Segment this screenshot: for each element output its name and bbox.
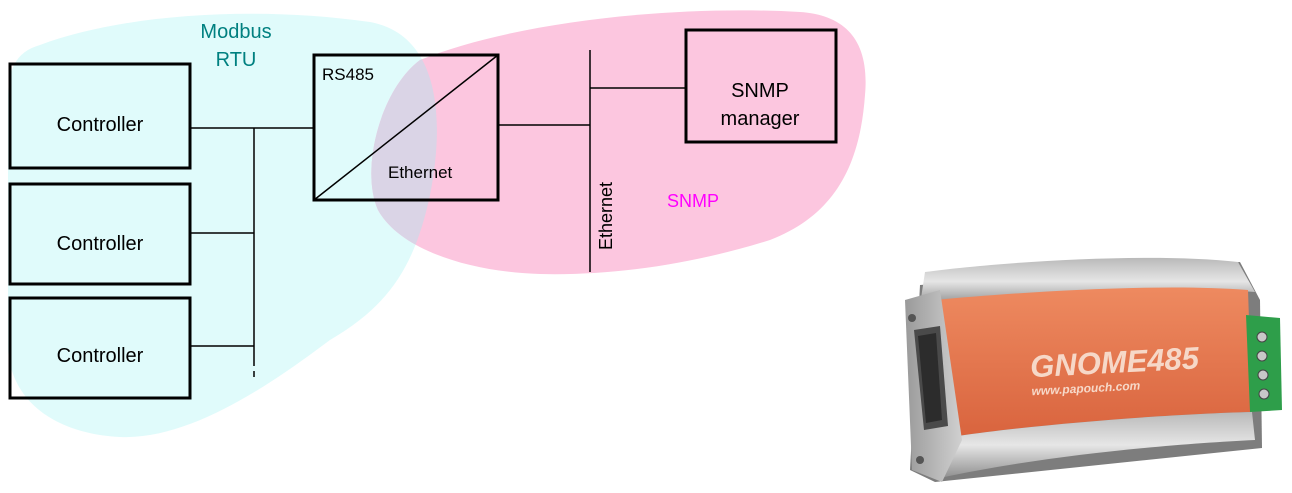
snmp-manager-box: SNMP manager bbox=[684, 28, 838, 144]
modbus-zone bbox=[8, 13, 437, 438]
controller-2-label: Controller bbox=[57, 233, 144, 255]
controller-2: Controller bbox=[8, 182, 192, 286]
gnome485-device-photo: GNOME485 www.papouch.com bbox=[905, 257, 1282, 482]
controller-1: Controller bbox=[8, 62, 192, 170]
controller-3-label: Controller bbox=[57, 345, 144, 367]
converter-rs485-label: RS485 bbox=[322, 65, 374, 84]
snmp-manager-label-line2: manager bbox=[721, 108, 800, 130]
ethernet-bus-label: Ethernet bbox=[596, 182, 616, 250]
controller-3: Controller bbox=[8, 296, 192, 400]
ethernet-bus bbox=[498, 50, 686, 272]
rs485-bus bbox=[190, 127, 314, 382]
modbus-label-line2: RTU bbox=[216, 49, 257, 71]
snmp-zone bbox=[371, 10, 866, 275]
controller-1-label: Controller bbox=[57, 114, 144, 136]
device-url-text: www.papouch.com bbox=[1031, 378, 1141, 398]
modbus-label-line1: Modbus bbox=[200, 21, 271, 43]
converter-box: RS485 Ethernet bbox=[312, 53, 500, 202]
converter-ethernet-label: Ethernet bbox=[388, 163, 453, 182]
snmp-manager-label-line1: SNMP bbox=[731, 80, 789, 102]
snmp-label: SNMP bbox=[667, 191, 719, 211]
